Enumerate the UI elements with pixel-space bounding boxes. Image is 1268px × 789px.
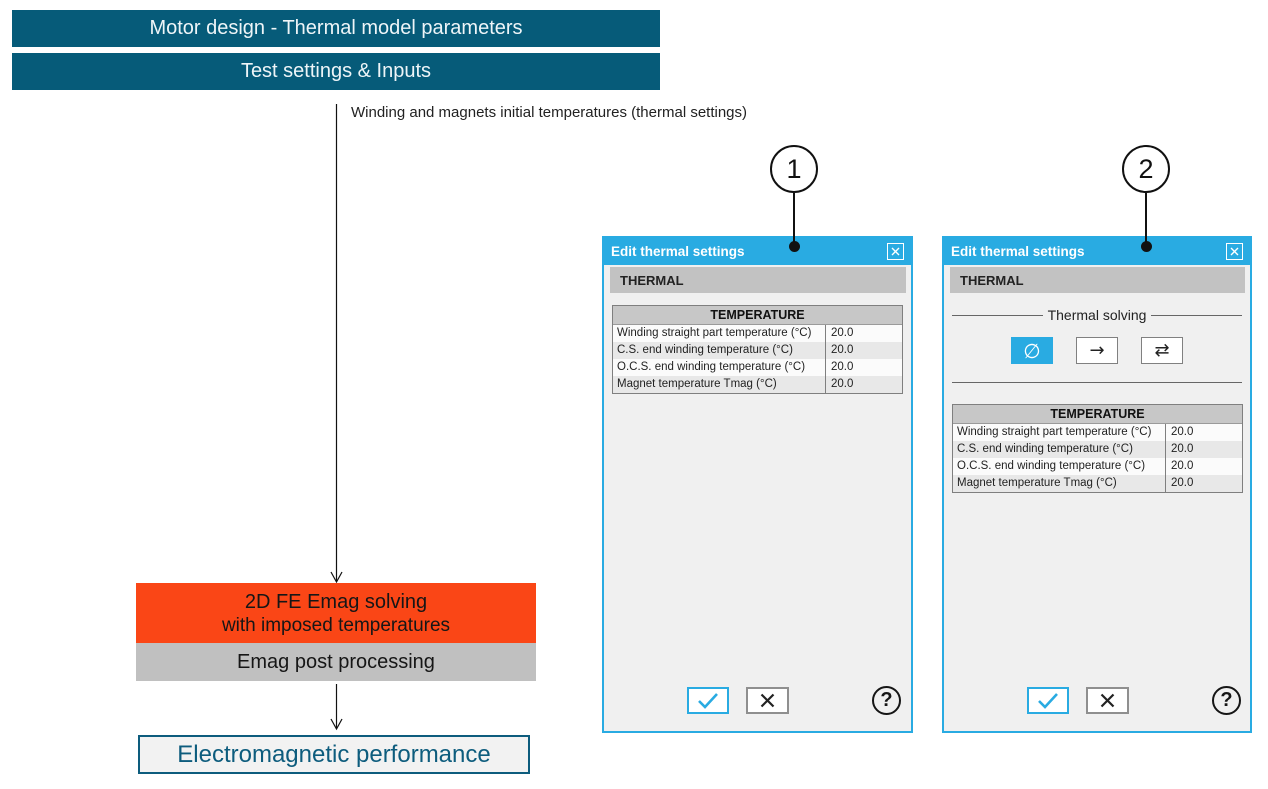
- flow-node-test-settings: Test settings & Inputs: [12, 53, 660, 90]
- edit-thermal-settings-dialog-1: Edit thermal settings THERMAL TEMPERATUR…: [602, 236, 913, 733]
- two-way-solving-button[interactable]: ⇄: [1141, 337, 1183, 364]
- flow-arrow-down-icon: [330, 104, 343, 584]
- close-button[interactable]: [887, 243, 904, 260]
- close-icon: [1230, 247, 1239, 256]
- emag-solving-line1: 2D FE Emag solving: [244, 590, 428, 613]
- close-icon: [891, 247, 900, 256]
- group-divider: [1151, 314, 1243, 316]
- thermal-solving-label: Thermal solving: [1047, 307, 1147, 323]
- parameter-label: Magnet temperature Tmag (°C): [617, 378, 777, 390]
- temperature-value-cell[interactable]: 20.0: [825, 342, 902, 359]
- table-row: Magnet temperature Tmag (°C) 20.0: [613, 376, 902, 393]
- flow-node-electromagnetic-performance: Electromagnetic performance: [138, 735, 530, 774]
- emag-solving-line2: with imposed temperatures: [221, 614, 451, 636]
- thermal-solving-options: ∅ → ⇄: [944, 337, 1250, 364]
- ok-button[interactable]: [1027, 687, 1069, 714]
- flow-node-emag-solving: 2D FE Emag solving with imposed temperat…: [136, 583, 536, 643]
- temperature-value-cell[interactable]: 20.0: [825, 376, 902, 393]
- temperature-table: TEMPERATURE Winding straight part temper…: [952, 404, 1243, 493]
- thermal-section-header: THERMAL: [610, 267, 906, 293]
- no-thermal-solving-button[interactable]: ∅: [1011, 337, 1053, 364]
- dialog-title: Edit thermal settings: [611, 244, 745, 259]
- cancel-button[interactable]: [1086, 687, 1129, 714]
- one-way-solving-button[interactable]: →: [1076, 337, 1118, 364]
- group-divider: [952, 382, 1242, 383]
- parameter-label: Winding straight part temperature (°C): [617, 327, 812, 339]
- temperature-table-header: TEMPERATURE: [613, 306, 902, 325]
- flow-arrow-down-icon: [330, 684, 343, 731]
- flow-arrow-label: Winding and magnets initial temperatures…: [351, 104, 748, 121]
- no-solving-icon: ∅: [1023, 338, 1041, 363]
- help-button[interactable]: ?: [1212, 686, 1241, 715]
- two-way-arrows-icon: ⇄: [1154, 340, 1170, 361]
- callout-2-badge: 2: [1122, 145, 1170, 193]
- callout-2-dot: [1141, 241, 1152, 252]
- table-row: C.S. end winding temperature (°C) 20.0: [613, 342, 902, 359]
- edit-thermal-settings-dialog-2: Edit thermal settings THERMAL Thermal so…: [942, 236, 1252, 733]
- ok-button[interactable]: [687, 687, 729, 714]
- table-row: C.S. end winding temperature (°C) 20.0: [953, 441, 1242, 458]
- one-way-arrow-icon: →: [1089, 340, 1105, 361]
- group-divider: [952, 314, 1043, 316]
- callout-1-connector: [793, 193, 795, 243]
- flow-node-post-processing: Emag post processing: [136, 643, 536, 681]
- temperature-value-cell[interactable]: 20.0: [1165, 424, 1242, 441]
- table-row: O.C.S. end winding temperature (°C) 20.0: [953, 458, 1242, 475]
- temperature-table: TEMPERATURE Winding straight part temper…: [612, 305, 903, 394]
- parameter-label: Magnet temperature Tmag (°C): [957, 477, 1117, 489]
- thermal-solving-group: Thermal solving: [952, 305, 1243, 325]
- callout-2-connector: [1145, 193, 1147, 243]
- parameter-label: Winding straight part temperature (°C): [957, 426, 1152, 438]
- dialog-title: Edit thermal settings: [951, 244, 1085, 259]
- parameter-label: C.S. end winding temperature (°C): [957, 443, 1133, 455]
- x-icon: [760, 693, 775, 708]
- callout-1-dot: [789, 241, 800, 252]
- parameter-label: C.S. end winding temperature (°C): [617, 344, 793, 356]
- table-row: Magnet temperature Tmag (°C) 20.0: [953, 475, 1242, 492]
- cancel-button[interactable]: [746, 687, 789, 714]
- x-icon: [1100, 693, 1115, 708]
- parameter-label: O.C.S. end winding temperature (°C): [957, 460, 1146, 472]
- parameter-label: O.C.S. end winding temperature (°C): [617, 361, 806, 373]
- help-button[interactable]: ?: [872, 686, 901, 715]
- flow-node-motor-design: Motor design - Thermal model parameters: [12, 10, 660, 47]
- close-button[interactable]: [1226, 243, 1243, 260]
- table-row: Winding straight part temperature (°C) 2…: [613, 325, 902, 342]
- temperature-value-cell[interactable]: 20.0: [1165, 458, 1242, 475]
- temperature-value-cell[interactable]: 20.0: [825, 359, 902, 376]
- thermal-section-header: THERMAL: [950, 267, 1245, 293]
- temperature-value-cell[interactable]: 20.0: [1165, 441, 1242, 458]
- temperature-value-cell[interactable]: 20.0: [1165, 475, 1242, 492]
- table-row: Winding straight part temperature (°C) 2…: [953, 424, 1242, 441]
- table-row: O.C.S. end winding temperature (°C) 20.0: [613, 359, 902, 376]
- temperature-table-header: TEMPERATURE: [953, 405, 1242, 424]
- check-icon: [698, 693, 718, 709]
- dialog-titlebar[interactable]: Edit thermal settings: [604, 238, 911, 265]
- callout-1-badge: 1: [770, 145, 818, 193]
- dialog-titlebar[interactable]: Edit thermal settings: [944, 238, 1250, 265]
- check-icon: [1038, 693, 1058, 709]
- temperature-value-cell[interactable]: 20.0: [825, 325, 902, 342]
